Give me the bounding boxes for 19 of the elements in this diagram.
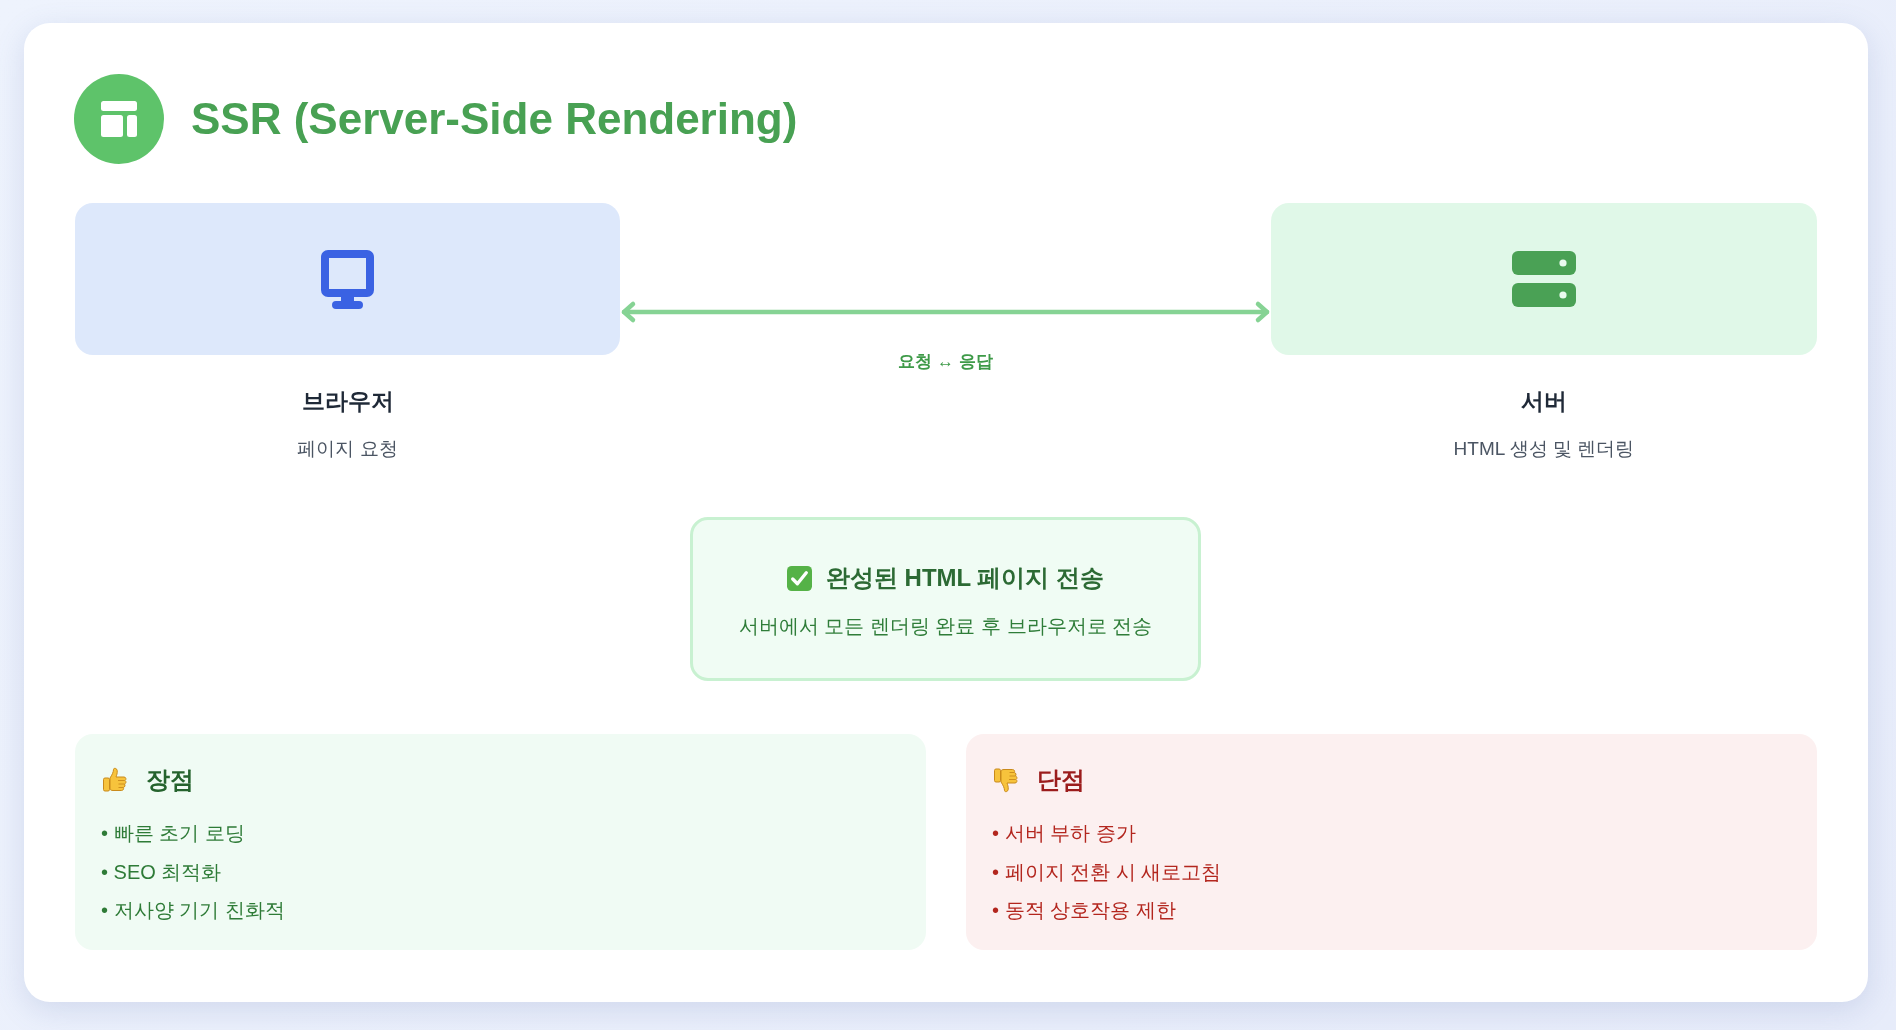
list-item: • 동적 상호작용 제한 xyxy=(992,898,1176,923)
node-subtitle: 페이지 요청 xyxy=(297,437,398,461)
double-headed-arrow xyxy=(621,301,1270,323)
note-text: 서버에서 모든 렌더링 완료 후 브라우저로 전송 xyxy=(738,614,1153,639)
cons-panel xyxy=(966,734,1817,950)
list-item: • SEO 최적화 xyxy=(101,859,222,885)
node-title: 브라우저 xyxy=(301,387,394,416)
pros-panel xyxy=(75,734,926,950)
note-heading: 완성된 HTML 페이지 전송 xyxy=(825,563,1105,593)
node-title: 서버 xyxy=(1521,387,1567,416)
diagram-title: SSR (Server-Side Rendering) xyxy=(191,93,798,145)
list-item: • 빠른 초기 로딩 xyxy=(101,821,245,846)
list-item: • 페이지 전환 시 새로고침 xyxy=(992,859,1222,885)
list-item: • 저사양 기기 친화적 xyxy=(101,898,285,923)
section-heading: 장점 xyxy=(146,765,194,795)
node-subtitle: HTML 생성 및 렌더링 xyxy=(1453,437,1635,461)
section-heading: 단점 xyxy=(1037,765,1085,795)
list-item: • 서버 부하 증가 xyxy=(992,821,1136,846)
info-box xyxy=(690,517,1201,681)
